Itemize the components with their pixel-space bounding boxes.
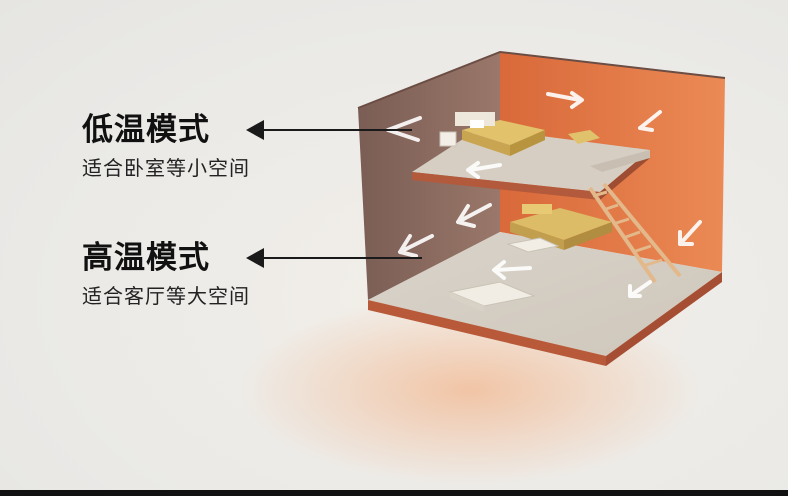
bed [455, 112, 545, 156]
mezzanine-floor [412, 128, 650, 192]
high-temp-mode-label: 高温模式 适合客厅等大空间 [82, 240, 250, 308]
low-temp-mode-label: 低温模式 适合卧室等小空间 [82, 112, 250, 180]
ladder [588, 182, 682, 284]
ground-floor [368, 232, 722, 356]
bottom-divider [0, 490, 788, 496]
airflow-arrow-icon [386, 91, 702, 298]
mode-title: 低温模式 [82, 112, 210, 148]
mode-subtitle: 适合客厅等大空间 [82, 284, 250, 308]
tv-bench [448, 281, 536, 312]
mode-subtitle: 适合卧室等小空间 [82, 156, 250, 180]
mode-title: 高温模式 [82, 240, 210, 276]
coffee-table [506, 237, 560, 253]
nightstand [439, 131, 457, 147]
armchair [568, 130, 600, 144]
